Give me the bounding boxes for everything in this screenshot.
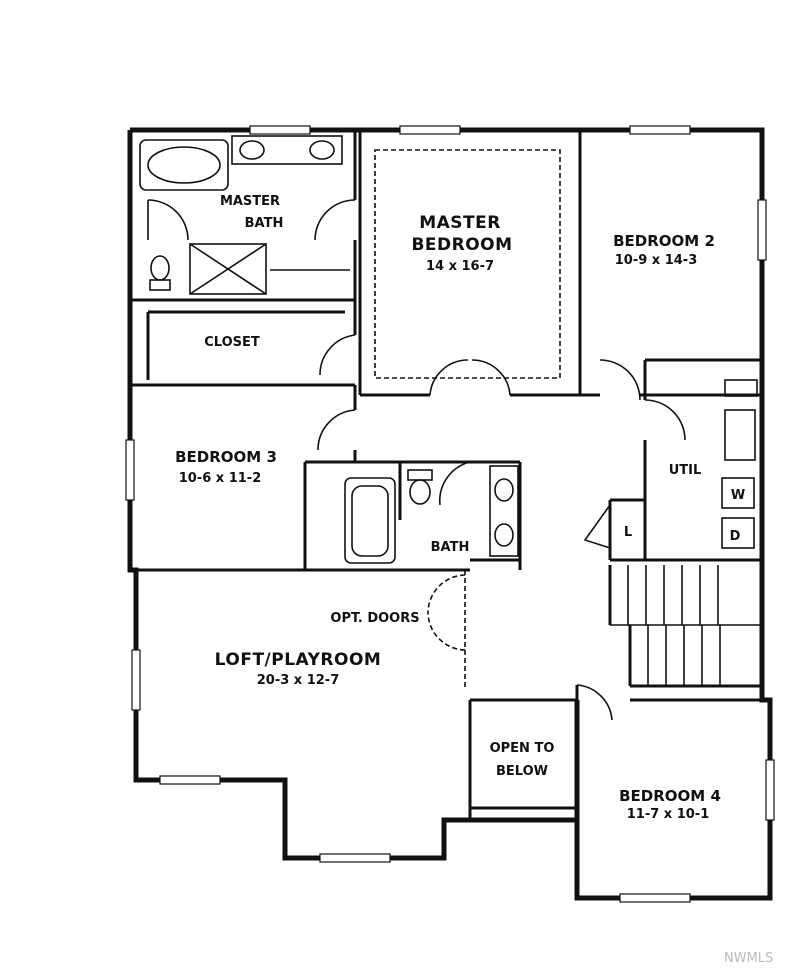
util-label: UTIL [669, 463, 702, 478]
master-bedroom-label-1: MASTER [419, 213, 501, 233]
master-bedroom-size: 14 x 16-7 [426, 259, 494, 274]
bath-label: BATH [431, 540, 470, 555]
room-labels: MASTER BATH CLOSET MASTER BEDROOM 14 x 1… [175, 194, 745, 822]
watermark-text: NWMLS [724, 951, 773, 966]
loft-size: 20-3 x 12-7 [257, 673, 340, 688]
open-to-below-label-2: BELOW [496, 764, 548, 779]
watermark: NWMLS [724, 951, 773, 966]
bedroom2-size: 10-9 x 14-3 [615, 253, 698, 268]
bedroom3-label: BEDROOM 3 [175, 448, 277, 466]
bedroom4-label: BEDROOM 4 [619, 787, 721, 805]
fixtures [139, 135, 762, 721]
washer-label: W [731, 488, 745, 503]
stair-treads [627, 565, 721, 686]
interior-walls [130, 130, 770, 820]
bedroom4-size: 11-7 x 10-1 [627, 807, 710, 822]
bedroom2-label: BEDROOM 2 [613, 232, 715, 250]
closet-label: CLOSET [204, 335, 260, 350]
linen-label: L [624, 525, 632, 540]
master-bath-label-1: MASTER [220, 194, 280, 209]
master-bedroom-label-2: BEDROOM [411, 235, 512, 255]
bedroom3-size: 10-6 x 11-2 [179, 471, 262, 486]
open-to-below-label-1: OPEN TO [490, 741, 555, 756]
loft-label: LOFT/PLAYROOM [215, 650, 382, 670]
opt-doors-label: OPT. DOORS [330, 611, 419, 626]
windows [125, 125, 775, 903]
master-bath-label-2: BATH [245, 216, 284, 231]
dryer-label: D [730, 529, 741, 544]
